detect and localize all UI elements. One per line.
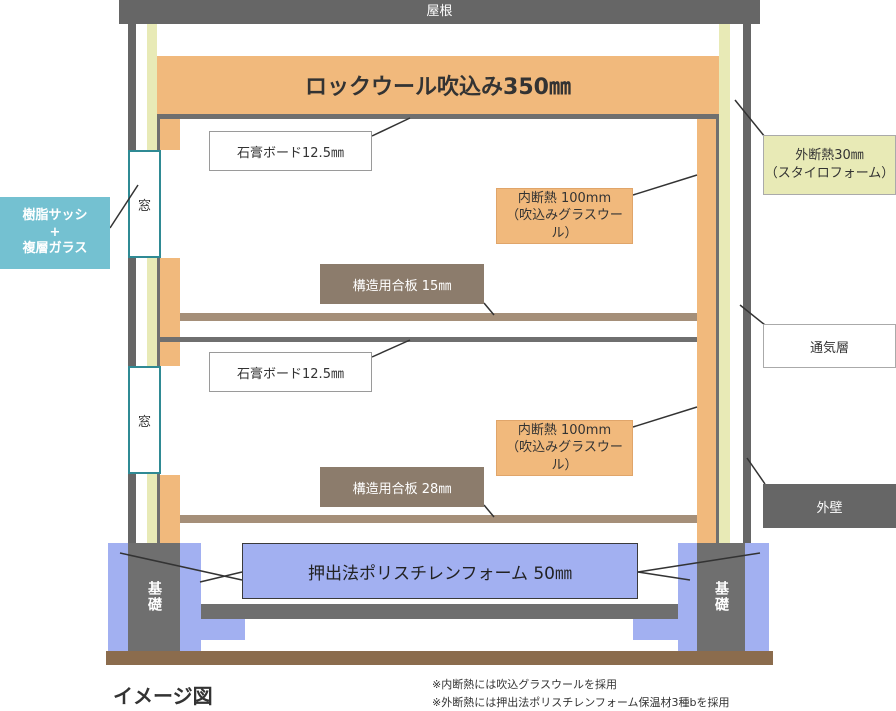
leader-xps-right-1 (637, 571, 691, 581)
inner-wall-right (716, 114, 719, 544)
sash-line1: 樹脂サッシ (22, 207, 88, 223)
outer-insulation-line2: （スタイロフォーム） (764, 166, 895, 181)
outer-wall-right (743, 24, 751, 544)
leader-gypsum-upper (371, 117, 411, 137)
foundation-insulation-right-inner (633, 618, 688, 640)
foundation-right-label: 基礎 (713, 581, 729, 613)
inner-insulation-left-2 (160, 258, 180, 337)
window-upper-label: 窓 (137, 198, 151, 214)
ventilation-box: 通気層 (763, 324, 896, 368)
inner-insulation-upper-line1: 内断熱 100mm (517, 190, 612, 206)
inner-wall-left (157, 114, 160, 544)
inner-insulation-upper-line2: （吹込みグラスウール） (506, 208, 623, 241)
rockwool-label: ロックウール吹込み350㎜ (305, 75, 571, 100)
roof: 屋根 (119, 0, 760, 24)
inner-insulation-lower-box: 内断熱 100mm （吹込みグラスウール） (496, 420, 633, 476)
ground-line (106, 651, 773, 665)
gypsum-lower-box: 石膏ボード12.5㎜ (209, 352, 372, 392)
plywood-upper-label: 構造用合板 15㎜ (352, 278, 452, 294)
plywood-lower-label: 構造用合板 28㎜ (352, 481, 452, 497)
leader-inner-lower (632, 406, 698, 428)
plywood-upper-floor (180, 313, 697, 321)
inner-insulation-left-1 (160, 119, 180, 150)
sash-line3: 複層ガラス (22, 241, 88, 257)
inner-insulation-right (697, 119, 716, 544)
roof-label: 屋根 (426, 4, 453, 19)
inner-insulation-upper-box: 内断熱 100mm （吹込みグラスウール） (496, 188, 633, 244)
leader-plywood-lower (483, 504, 495, 518)
rockwool-ceiling: ロックウール吹込み350㎜ (157, 56, 719, 114)
image-caption: イメージ図 (113, 684, 213, 708)
foundation-insulation-left-inner (180, 618, 245, 640)
outer-insulation-line1: 外断熱30㎜ (795, 148, 864, 164)
leader-outer-wall (746, 457, 766, 485)
gypsum-upper-label: 石膏ボード12.5㎜ (237, 145, 344, 161)
sash-line2: + (49, 224, 61, 240)
outer-wall-box: 外壁 (763, 484, 896, 528)
leader-xps-right-2 (637, 552, 761, 573)
inner-insulation-lower-line2: （吹込みグラスウール） (506, 440, 623, 473)
xps-label: 押出法ポリスチレンフォーム 50㎜ (307, 563, 572, 584)
plywood-lower-box: 構造用合板 28㎜ (320, 467, 484, 507)
ventilation-label: 通気層 (809, 340, 849, 356)
sash-box: 樹脂サッシ + 複層ガラス (0, 197, 110, 269)
window-lower-label: 窓 (137, 414, 151, 430)
leader-plywood-upper (483, 302, 495, 316)
foundation-slab (201, 604, 678, 619)
ceiling-line-upper (160, 114, 719, 119)
outer-wall-label: 外壁 (816, 500, 843, 516)
note-2: ※外断熱には押出法ポリスチレンフォーム保温材3種bを採用 (432, 696, 730, 709)
leader-xps-left-2 (199, 571, 243, 583)
ceiling-line-lower (160, 337, 719, 342)
leader-sash (109, 184, 139, 229)
window-lower: 窓 (128, 366, 161, 474)
leader-gypsum-lower (371, 339, 411, 358)
outer-insulation-left (147, 24, 157, 544)
inner-insulation-left-4 (160, 475, 180, 544)
leader-ventilation (739, 304, 766, 326)
outer-wall-left (128, 24, 136, 544)
gypsum-upper-box: 石膏ボード12.5㎜ (209, 131, 372, 171)
outer-insulation-box: 外断熱30㎜ （スタイロフォーム） (763, 135, 896, 195)
leader-outer-insulation (734, 99, 766, 138)
plywood-lower-floor (180, 515, 697, 523)
note-1: ※内断熱には吹込グラスウールを採用 (432, 678, 617, 691)
inner-insulation-lower-line1: 内断熱 100mm (517, 422, 612, 438)
inner-insulation-left-3 (160, 342, 180, 366)
gypsum-lower-label: 石膏ボード12.5㎜ (237, 366, 344, 382)
window-upper: 窓 (128, 150, 161, 258)
foundation-left-label: 基礎 (146, 581, 162, 613)
leader-inner-upper (632, 174, 698, 196)
outer-insulation-right (719, 24, 730, 544)
xps-insulation-box: 押出法ポリスチレンフォーム 50㎜ (242, 543, 638, 599)
leader-xps-left-1 (119, 552, 243, 581)
plywood-upper-box: 構造用合板 15㎜ (320, 264, 484, 304)
